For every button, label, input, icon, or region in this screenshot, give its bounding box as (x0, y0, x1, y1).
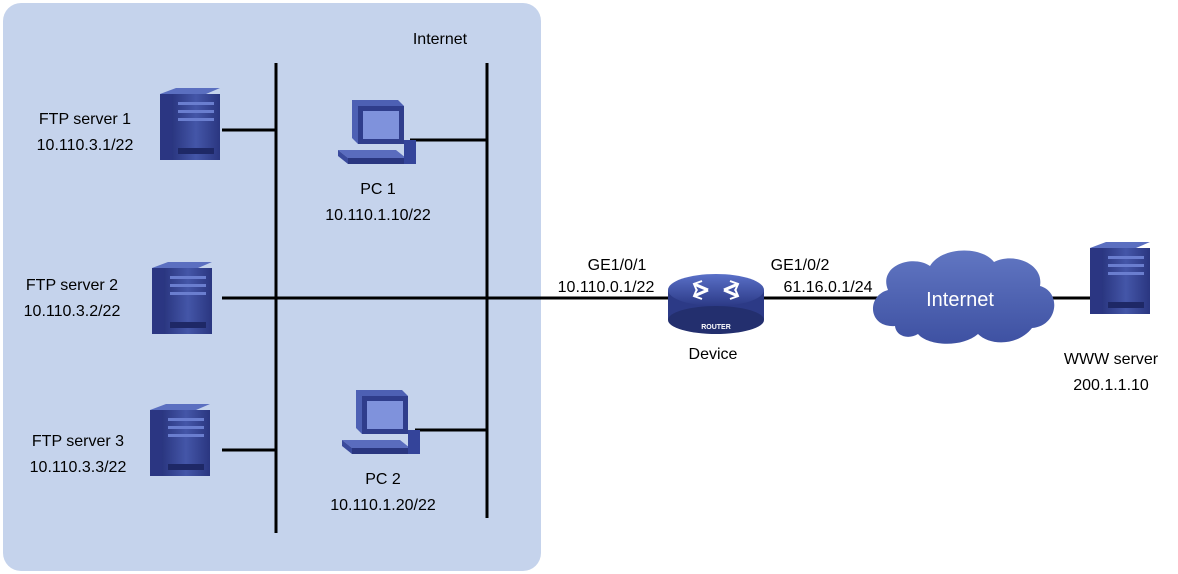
internet-cloud[interactable]: Internet (872, 250, 1055, 344)
www-server-name: WWW server (1064, 351, 1159, 368)
pc-1-name: PC 1 (360, 181, 396, 198)
pc-1-ip: 10.110.1.10/22 (325, 207, 431, 224)
ftp-server-2-ip: 10.110.3.2/22 (24, 303, 121, 320)
interface-ge1-ip: 10.110.0.1/22 (558, 279, 655, 296)
pc-1[interactable]: PC 1 10.110.1.10/22 (325, 100, 431, 224)
interface-ge2-name: GE1/0/2 (771, 257, 830, 274)
ftp-server-3-name: FTP server 3 (32, 433, 124, 450)
ftp-server-3[interactable]: FTP server 3 10.110.3.3/22 (30, 404, 210, 476)
interface-ge2-ip: 61.16.0.1/24 (784, 279, 873, 296)
ftp-server-1-name: FTP server 1 (39, 111, 131, 128)
ftp-server-2-name: FTP server 2 (26, 277, 118, 294)
server-icon (150, 404, 210, 476)
cloud-icon (872, 250, 1055, 344)
router-icon: ROUTER (668, 274, 764, 334)
www-server-ip: 200.1.1.10 (1073, 377, 1149, 394)
region-label: Internet (413, 31, 468, 48)
cloud-label: Internet (926, 289, 994, 311)
server-icon (1090, 242, 1150, 314)
pc-2[interactable]: PC 2 10.110.1.20/22 (330, 390, 436, 514)
www-server[interactable]: WWW server 200.1.1.10 (1064, 242, 1159, 394)
ftp-server-1-ip: 10.110.3.1/22 (37, 137, 134, 154)
interface-ge1-name: GE1/0/1 (588, 257, 647, 274)
device-router[interactable]: ROUTER Device (668, 274, 764, 363)
ftp-server-2[interactable]: FTP server 2 10.110.3.2/22 (24, 262, 212, 334)
server-icon (152, 262, 212, 334)
pc-2-name: PC 2 (365, 471, 401, 488)
pc-2-ip: 10.110.1.20/22 (330, 497, 436, 514)
device-name: Device (689, 346, 738, 363)
ftp-server-3-ip: 10.110.3.3/22 (30, 459, 127, 476)
server-icon (160, 88, 220, 160)
router-badge: ROUTER (701, 324, 731, 331)
ftp-server-1[interactable]: FTP server 1 10.110.3.1/22 (37, 88, 220, 160)
